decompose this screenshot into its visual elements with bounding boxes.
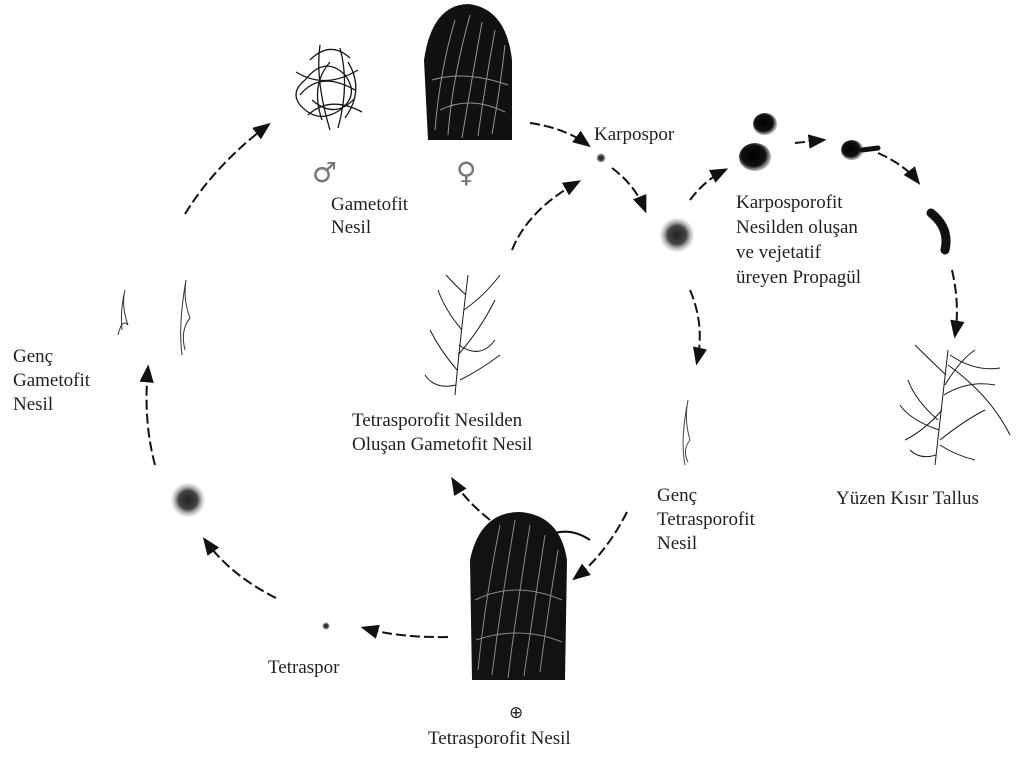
arrow-spore-to-genc-gametofit xyxy=(147,368,155,465)
arrow-propagule-3 xyxy=(952,270,957,335)
tetraspore-germling xyxy=(171,483,205,517)
arrow-tetrasporofit-to-tetraspor xyxy=(364,628,448,637)
male-gametophyte-thallus xyxy=(296,45,362,130)
arrow-female-to-karpospor xyxy=(530,123,588,145)
arrow-tetrasporofit-to-inner-gametofit xyxy=(453,480,490,520)
arrow-genc-tetra-to-tetrasporofit xyxy=(575,512,627,578)
male-symbol: ♂ xyxy=(312,156,337,189)
female-gametophyte-thallus xyxy=(424,4,512,140)
label-yuzen-kisir-tallus: Yüzen Kısır Tallus xyxy=(836,487,979,510)
arrow-karpospor-to-sporeling xyxy=(612,168,645,210)
tetrasporophyte-derived-gametophyte-thallus xyxy=(425,275,500,395)
arrow-tetraspor-to-spore xyxy=(205,540,276,598)
tetraspor-spore xyxy=(322,622,330,630)
floating-sterile-thallus xyxy=(900,345,1010,465)
carposporophyte-sporeling xyxy=(660,218,694,252)
arrow-karpospor-to-propagule xyxy=(690,170,725,200)
label-tetrasporofit-gametofit: Tetrasporofit Nesilden Oluşan Gametofit … xyxy=(352,409,532,457)
arrow-inner-gametofit-to-karpospor xyxy=(512,182,578,250)
label-karpospor: Karpospor xyxy=(594,123,674,146)
arrow-genc-gametofit-to-gametofit xyxy=(185,125,268,214)
arrow-sporeling-to-genc-tetra xyxy=(690,290,700,362)
label-tetraspor: Tetraspor xyxy=(268,656,339,679)
arrow-propagule-2 xyxy=(878,153,918,182)
female-symbol: ♀ xyxy=(456,156,477,189)
label-karposporofit: Karposporofit Nesilden oluşan ve vejetat… xyxy=(736,190,861,290)
arrow-propagule-1 xyxy=(795,140,823,143)
label-genc-tetrasporofit: Genç Tetrasporofit Nesil xyxy=(657,484,755,556)
karpospor-spore xyxy=(596,153,606,163)
label-gametofit-nesil: Gametofit Nesil xyxy=(331,193,408,239)
young-gametophyte-sprigs xyxy=(118,280,190,355)
label-genc-gametofit: Genç Gametofit Nesil xyxy=(13,345,90,417)
tetrasporophyte-symbol: ⊕ xyxy=(509,703,523,723)
tetrasporophyte-thallus xyxy=(470,512,590,680)
young-tetrasporophyte-sprig xyxy=(683,400,690,465)
label-tetrasporofit-nesil: Tetrasporofit Nesil xyxy=(428,727,571,750)
